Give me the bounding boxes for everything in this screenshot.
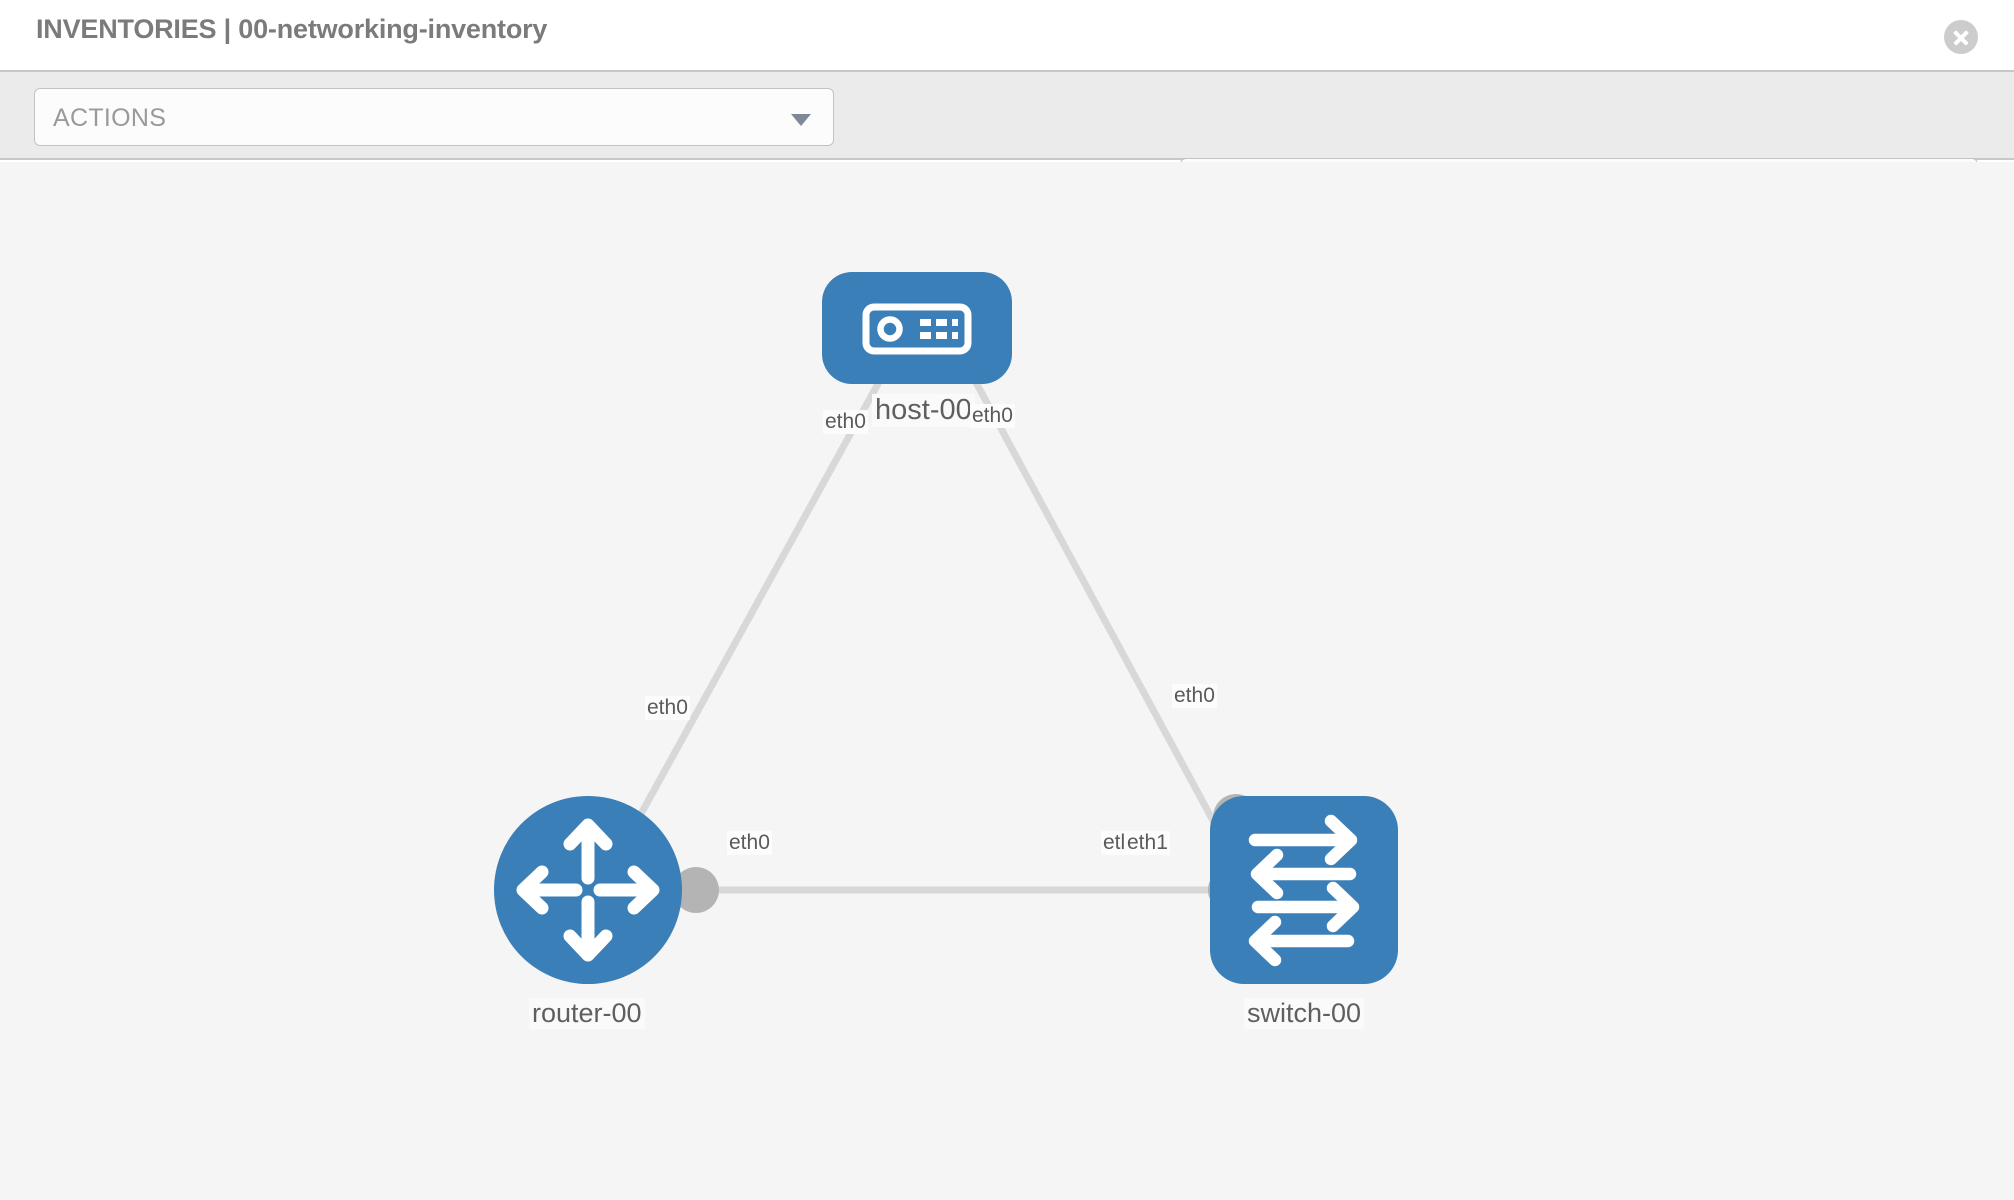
port-label-switch00-up: eth0 (1172, 684, 1217, 708)
page-title: INVENTORIES | 00-networking-inventory (36, 14, 548, 44)
port-label-host00-right: eth0 (970, 404, 1015, 428)
topology-edges (616, 360, 1234, 894)
edge-host00-router00 (616, 360, 894, 854)
port-label-host00-left: eth0 (823, 410, 868, 434)
node-label-switch-00[interactable]: switch-00 (1244, 998, 1365, 1029)
topology-graph (494, 272, 1398, 984)
node-router-00 (494, 796, 682, 984)
port-label-switch00-left-b: eth1 (1125, 831, 1170, 855)
node-host-00-shape (822, 272, 1012, 384)
edge-host00-switch00 (961, 360, 1234, 854)
node-label-host-00[interactable]: host-00 (872, 394, 975, 427)
node-router-00-shape (494, 796, 682, 984)
node-host-00 (822, 272, 1012, 384)
actions-dropdown-label: ACTIONS (53, 104, 167, 132)
port-label-router00-up: eth0 (645, 696, 690, 720)
port-label-switch00-left-a: etl (1101, 831, 1128, 855)
page-header: INVENTORIES | 00-networking-inventory (0, 0, 2014, 70)
topology-canvas[interactable]: host-00 router-00 switch-00 eth0 eth0 et… (0, 162, 2014, 1200)
node-label-router-00[interactable]: router-00 (529, 998, 645, 1029)
actions-dropdown[interactable]: ACTIONS (34, 88, 834, 146)
node-switch-00 (1210, 796, 1398, 984)
close-icon[interactable] (1944, 20, 1978, 54)
toolbar: ACTIONS SEARCH (0, 70, 2014, 216)
server-device-icon (862, 303, 972, 355)
node-switch-00-shape (1210, 796, 1398, 984)
port-label-router00-right: eth0 (727, 831, 772, 855)
switch-arrows-icon (1248, 814, 1360, 967)
chevron-down-icon (791, 114, 811, 126)
port-router00-right (673, 867, 719, 913)
router-arrows-icon (516, 818, 660, 962)
